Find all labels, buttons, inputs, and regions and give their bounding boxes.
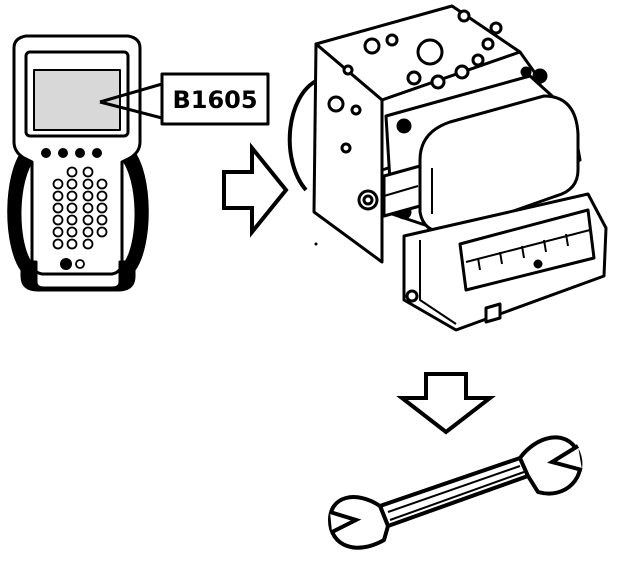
scan-tool-icon (7, 34, 149, 292)
dtc-code-label: B1605 (172, 86, 257, 114)
dtc-callout (99, 72, 270, 126)
callout-leader (99, 82, 163, 120)
arrow-down-icon (396, 372, 496, 435)
speck (314, 242, 318, 246)
abs-module-icon (287, 4, 608, 332)
arrow-right-icon (222, 142, 289, 238)
callout-box (160, 72, 270, 126)
wrench-icon (328, 435, 583, 550)
